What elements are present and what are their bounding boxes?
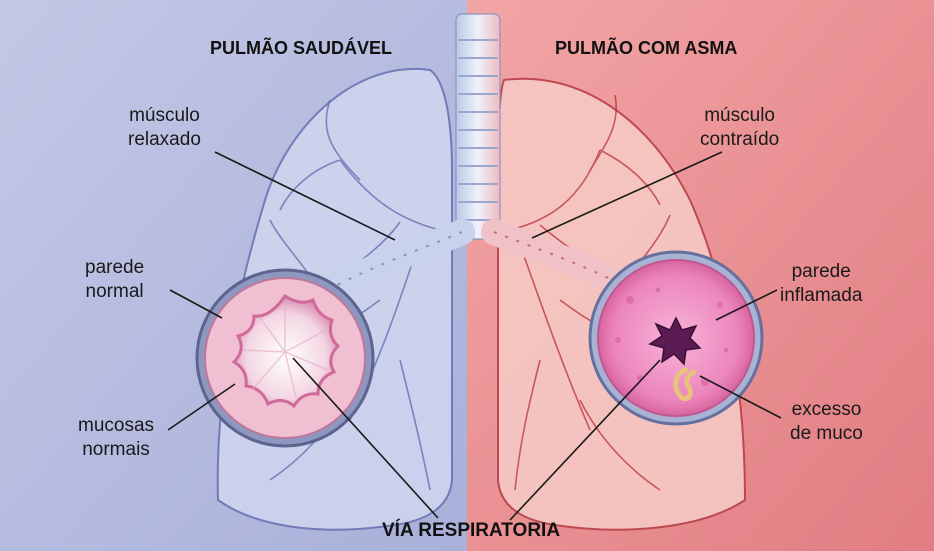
heading-healthy-lung: PULMÃO SAUDÁVEL — [210, 38, 392, 59]
label-mucosa-normal-line2: normais — [78, 438, 154, 462]
label-muscle-relaxed: músculo relaxado — [128, 104, 201, 152]
label-muscle-contracted-line1: músculo — [700, 104, 779, 128]
healthy-airway-section — [197, 270, 373, 446]
label-wall-normal-line2: normal — [85, 280, 144, 304]
label-mucosa-normal: mucosas normais — [78, 414, 154, 462]
label-wall-inflamed-line2: inflamada — [780, 284, 862, 308]
label-wall-inflamed: parede inflamada — [780, 260, 862, 308]
label-muscle-relaxed-line1: músculo — [128, 104, 201, 128]
label-wall-normal-line1: parede — [85, 256, 144, 280]
label-excess-mucus: excesso de muco — [790, 398, 863, 446]
trachea — [456, 14, 500, 239]
label-excess-mucus-line1: excesso — [790, 398, 863, 422]
label-muscle-contracted-line2: contraído — [700, 128, 779, 152]
label-muscle-relaxed-line2: relaxado — [128, 128, 201, 152]
label-airway: VÍA RESPIRATORIA — [382, 520, 560, 542]
label-mucosa-normal-line1: mucosas — [78, 414, 154, 438]
label-wall-inflamed-line1: parede — [780, 260, 862, 284]
heading-asthma-lung: PULMÃO COM ASMA — [555, 38, 737, 59]
label-excess-mucus-line2: de muco — [790, 422, 863, 446]
label-muscle-contracted: músculo contraído — [700, 104, 779, 152]
asthma-airway-section — [590, 252, 762, 424]
label-wall-normal: parede normal — [85, 256, 144, 304]
